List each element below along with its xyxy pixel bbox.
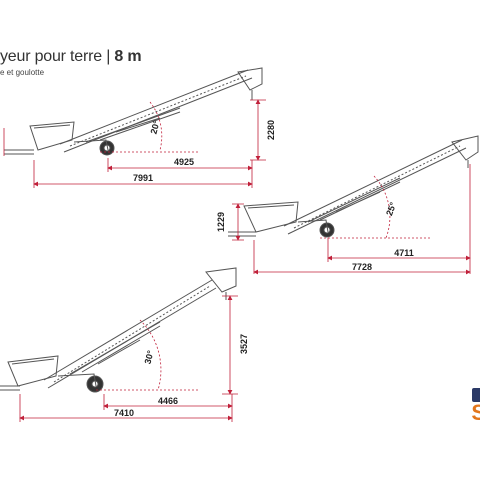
conveyor-drawing-1 [4,67,263,156]
conveyor-drawing-2 [228,135,479,238]
page-title: yeur pour terre | 8 m [0,48,142,66]
dimensions-3 [19,295,238,422]
conveyor-diagram-30: 30° 3527 4466 7410 [0,267,249,422]
horizontal-label-2: 4711 [394,248,414,258]
brand-logo: S [464,388,480,428]
conveyor-drawing-3 [0,267,237,393]
height-label-1: 2280 [266,120,276,140]
page-subtitle: e et goulotte [0,68,45,77]
title-size: 8 m [114,48,142,65]
angle-label-1: 20° [149,119,162,135]
height-label-3: 3527 [239,334,249,354]
angle-label-3: 30° [143,349,156,365]
total-label-3: 7410 [114,408,134,418]
total-label-1: 7991 [133,173,153,183]
title-separator: | [106,48,111,65]
total-label-2: 7728 [352,262,372,272]
height-label-2: 1229 [216,212,226,232]
dimensions-2 [232,164,471,275]
title-main: yeur pour terre [0,48,102,65]
conveyor-diagram-25: 25° 1229 4711 7728 [216,135,479,275]
logo-mark-icon [472,388,480,402]
conveyor-diagram-20: 20° 2280 4925 7991 [3,67,276,188]
horizontal-label-1: 4925 [174,157,194,167]
horizontal-label-3: 4466 [158,396,178,406]
dimensions-1 [3,99,266,188]
logo-letter: S [471,400,480,425]
angle-label-2: 25° [384,200,398,217]
